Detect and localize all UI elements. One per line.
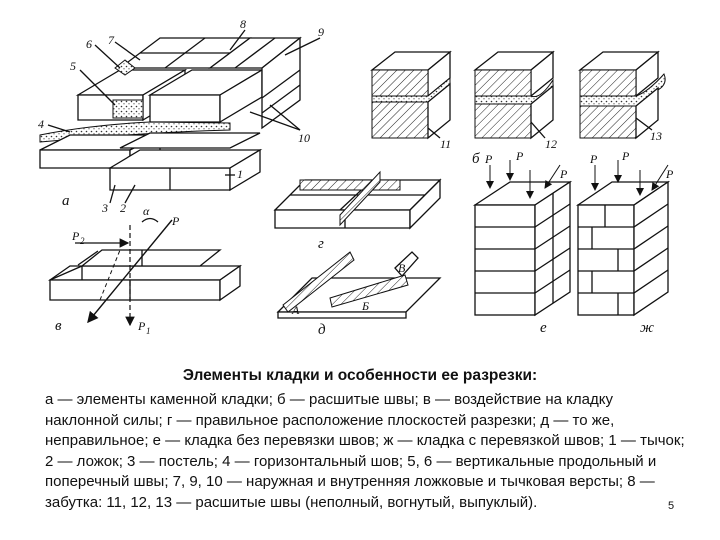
label-zh-P2: P [621, 149, 630, 163]
label-7: 7 [108, 33, 115, 47]
label-e-P2: P [515, 149, 524, 163]
label-zh-P1: P [589, 152, 598, 166]
label-B: Б [361, 299, 369, 313]
label-v: в [55, 318, 62, 334]
label-8: 8 [240, 17, 246, 31]
caption-title: Элементы кладки и особенности ее разрезк… [182, 367, 538, 384]
slide-number: 5 [668, 500, 675, 512]
diagram-a: а 1 2 3 4 5 6 7 8 9 10 [38, 17, 324, 215]
label-10: 10 [298, 131, 310, 145]
label-4: 4 [38, 117, 44, 131]
label-b: б [472, 151, 480, 167]
diagram-v: α P P 2 P 1 в [47, 204, 243, 336]
label-11: 11 [440, 137, 451, 151]
label-alpha: α [143, 204, 150, 218]
label-e-P3: P [559, 167, 568, 181]
diagram-e: P P P е [472, 149, 573, 336]
label-P: P [171, 214, 180, 228]
label-V: В [398, 261, 406, 275]
label-zh: ж [640, 320, 654, 336]
diagram-g: г [273, 170, 442, 252]
label-d: д [318, 322, 326, 338]
label-P1: P [137, 319, 146, 333]
label-P2: P [71, 229, 80, 243]
label-A: А [291, 303, 300, 317]
label-P1-sub: 1 [146, 326, 151, 336]
label-5: 5 [70, 59, 76, 73]
label-3: 3 [101, 201, 108, 215]
label-12: 12 [545, 137, 557, 151]
diagram-b: 11 12 13 б [370, 50, 666, 167]
label-9: 9 [318, 25, 324, 39]
label-e-P1: P [484, 152, 493, 166]
diagram-d: А Б В д [276, 251, 442, 338]
diagram-zh: P P P ж [575, 149, 674, 336]
label-a: а [62, 193, 70, 209]
label-zh-P3: P [665, 167, 674, 181]
label-6: 6 [86, 37, 92, 51]
label-g: г [318, 236, 324, 252]
caption-body: а — элементы каменной кладки; б — расшит… [45, 391, 685, 511]
label-13: 13 [650, 129, 662, 143]
label-1: 1 [237, 167, 243, 181]
label-P2-sub: 2 [80, 236, 85, 246]
masonry-figure: а 1 2 3 4 5 6 7 8 9 10 11 [38, 17, 674, 338]
label-e: е [540, 320, 547, 336]
label-2: 2 [120, 201, 126, 215]
